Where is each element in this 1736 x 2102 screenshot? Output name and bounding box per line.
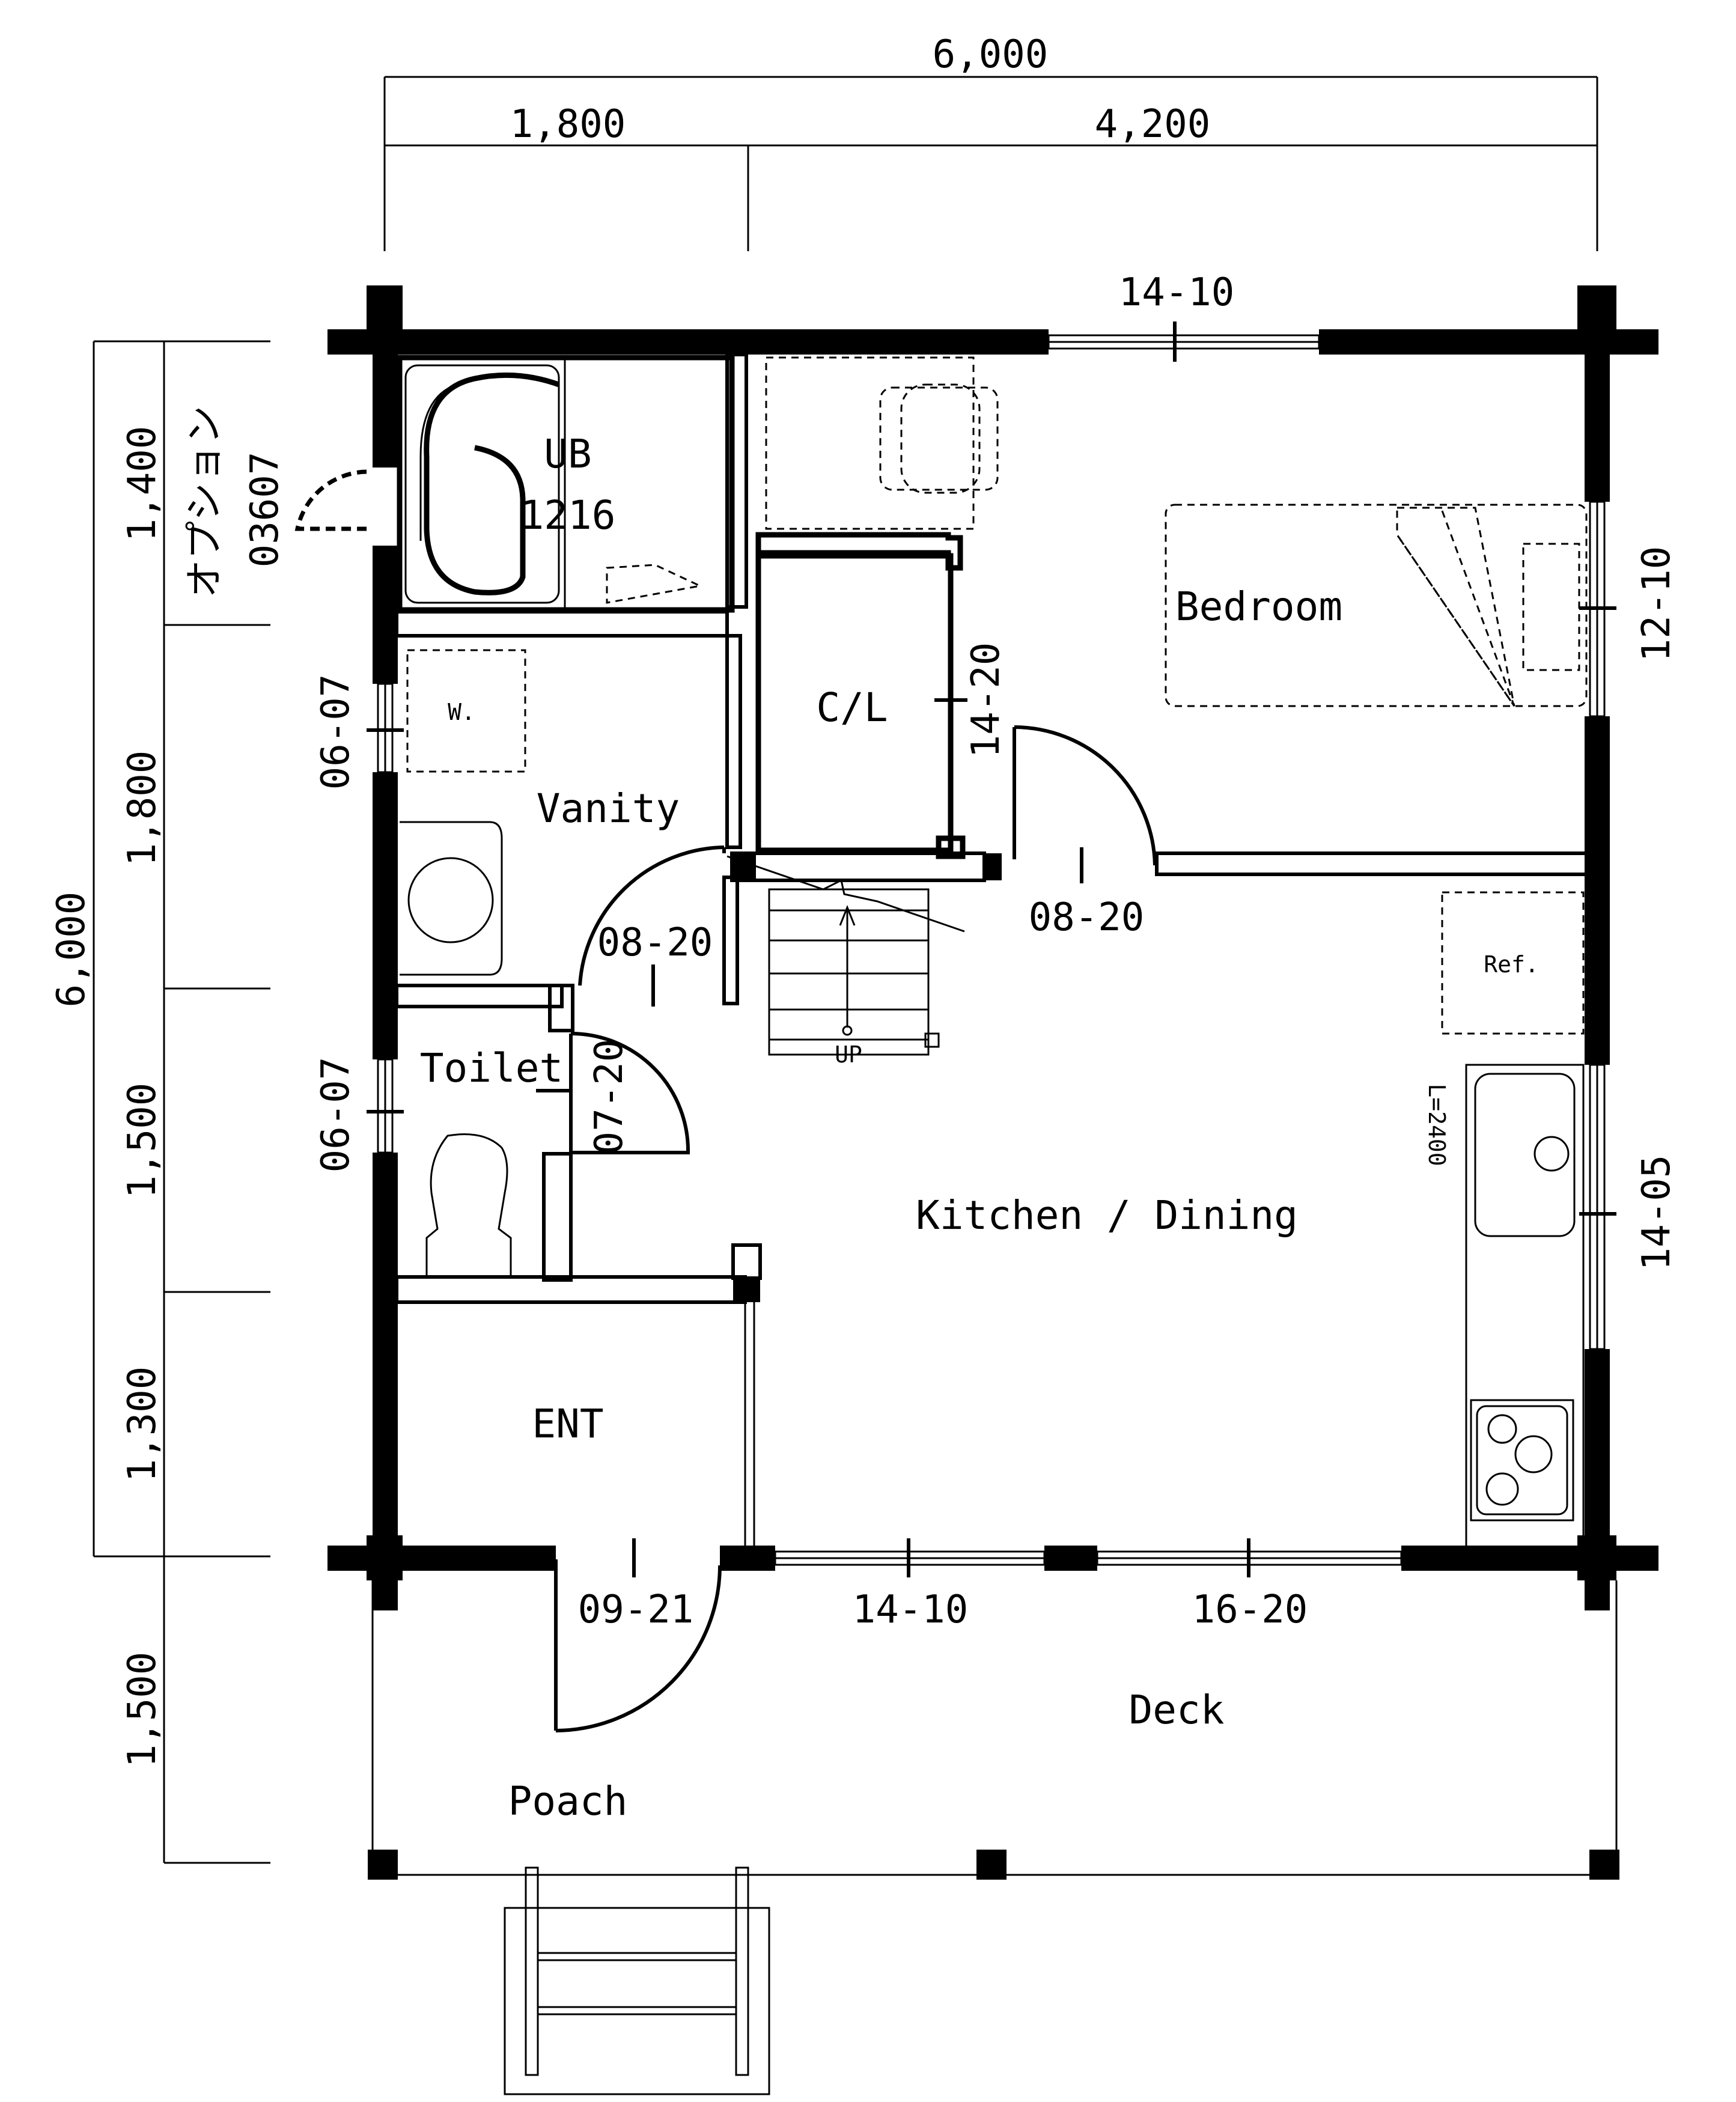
- option-label: オプション: [183, 406, 227, 598]
- dim-width-left: 1,800: [510, 102, 626, 147]
- right-bedroom-window-label: 12-10: [1634, 546, 1679, 662]
- refrigerator-label: Ref.: [1484, 951, 1539, 978]
- ub-size-label: 1216: [520, 492, 616, 538]
- dim-width-right: 4,200: [1095, 102, 1211, 147]
- vanity-label: Vanity: [537, 785, 680, 832]
- entrance-door-label: 09-21: [578, 1588, 694, 1632]
- entrance-label: ENT: [532, 1401, 603, 1447]
- windows: [367, 321, 1616, 1577]
- ub-label: UB: [544, 431, 591, 477]
- option-code-label: 03607: [243, 452, 287, 568]
- bottom-window-2-label: 16-20: [1192, 1588, 1308, 1632]
- closet-label: C/L: [816, 684, 888, 731]
- kitchen-dining-label: Kitchen / Dining: [916, 1192, 1298, 1238]
- toilet-door-label: 07-20: [587, 1039, 632, 1155]
- stair-up-label: UP: [835, 1041, 862, 1068]
- bedroom-door-label: 08-20: [1029, 895, 1145, 940]
- dim-depth-1: 1,400: [120, 426, 165, 542]
- bedroom-label: Bedroom: [1175, 583, 1342, 630]
- top-window-label: 14-10: [1119, 270, 1235, 315]
- interior-walls: [367, 285, 1616, 1580]
- vanity-window-label: 06-07: [314, 674, 358, 790]
- deck: [368, 1580, 1619, 2095]
- porch-label: Poach: [508, 1778, 628, 1824]
- dim-depth-2: 1,800: [120, 751, 165, 867]
- dim-total-width: 6,000: [933, 32, 1049, 77]
- doors: [294, 469, 1157, 1732]
- fixtures: [400, 356, 1588, 1550]
- counter-length-label: L=2400: [1424, 1083, 1450, 1166]
- deck-label: Deck: [1129, 1687, 1225, 1733]
- dim-deck-depth: 1,500: [120, 1652, 165, 1768]
- dim-depth-4: 1,300: [120, 1366, 165, 1482]
- dimension-lines: [93, 76, 1598, 1864]
- washer-label: W.: [448, 699, 475, 725]
- dim-depth-3: 1,500: [120, 1083, 165, 1199]
- vanity-door-label: 08-20: [597, 921, 713, 965]
- bottom-window-1-label: 14-10: [853, 1588, 969, 1632]
- toilet-label: Toilet: [420, 1045, 563, 1091]
- closet-opening-label: 14-20: [964, 642, 1008, 758]
- toilet-window-label: 06-07: [314, 1057, 358, 1173]
- right-kitchen-window-label: 14-05: [1634, 1155, 1679, 1271]
- exterior-walls: [327, 285, 1658, 1610]
- dim-total-depth: 6,000: [49, 892, 94, 1008]
